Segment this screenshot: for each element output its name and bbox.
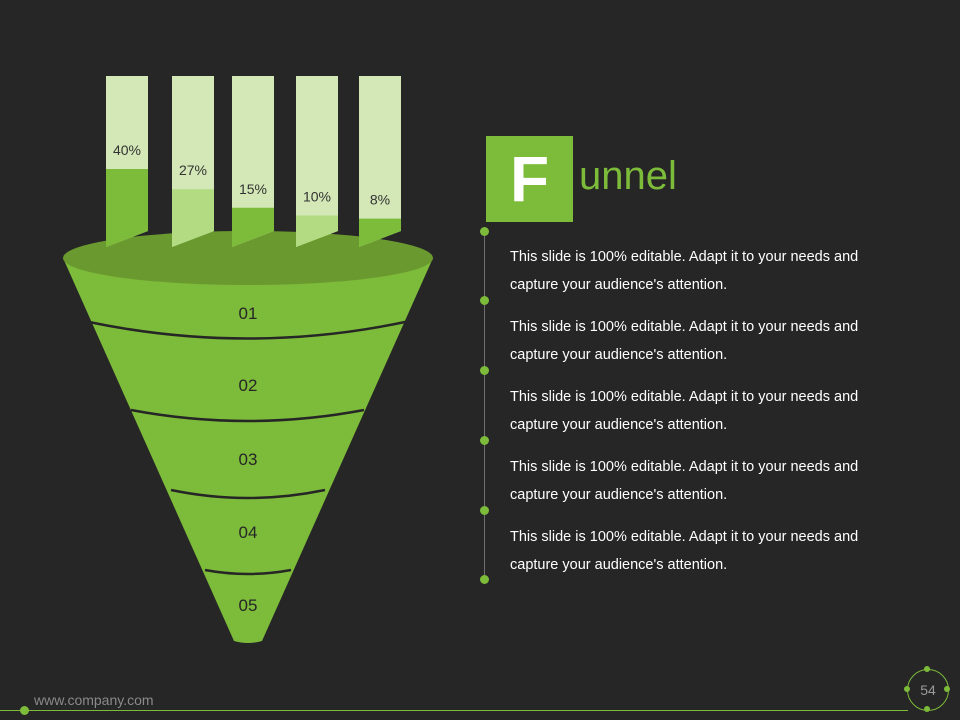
- funnel-stage-label: 03: [239, 450, 258, 469]
- timeline-dot: [480, 575, 489, 584]
- bar-track: [359, 76, 401, 247]
- description-line: This slide is 100% editable. Adapt it to…: [510, 319, 859, 335]
- timeline-line: [484, 231, 485, 579]
- description-line: This slide is 100% editable. Adapt it to…: [510, 459, 859, 475]
- description-line: capture your audience's attention.: [510, 557, 728, 573]
- bar-fill: [232, 207, 274, 247]
- bar-track: [232, 76, 274, 247]
- page-number: 54: [907, 669, 949, 711]
- page-circle-dot: [904, 686, 910, 692]
- funnel-divider-4: [204, 568, 292, 576]
- title-letter: F: [486, 136, 573, 222]
- timeline-dot: [480, 296, 489, 305]
- funnel-divider-2: [130, 408, 365, 423]
- description-line: This slide is 100% editable. Adapt it to…: [510, 389, 859, 405]
- bar-fill: [172, 189, 214, 247]
- bar-fill: [359, 218, 401, 247]
- description-line: capture your audience's attention.: [510, 347, 728, 363]
- funnel-stage-label: 02: [239, 376, 258, 395]
- page-circle-dot: [924, 666, 930, 672]
- funnel-divider-1: [88, 320, 406, 340]
- page-circle-dot: [924, 706, 930, 712]
- timeline-dot: [480, 227, 489, 236]
- funnel-body: [63, 258, 433, 643]
- timeline-dot: [480, 366, 489, 375]
- funnel-stage-label: 01: [239, 304, 258, 323]
- description-line: capture your audience's attention.: [510, 277, 728, 293]
- description-line: This slide is 100% editable. Adapt it to…: [510, 529, 859, 545]
- title-text: unnel: [579, 153, 677, 198]
- bar-track: [296, 76, 338, 247]
- description-text: This slide is 100% editable. Adapt it to…: [510, 313, 910, 369]
- funnel-stage-label: 04: [239, 523, 258, 542]
- funnel-top: [63, 231, 433, 285]
- bar-value-label: 8%: [370, 192, 390, 208]
- description-line: This slide is 100% editable. Adapt it to…: [510, 249, 859, 265]
- description-text: This slide is 100% editable. Adapt it to…: [510, 523, 910, 579]
- timeline-dot: [480, 506, 489, 515]
- bar-value-label: 40%: [113, 142, 141, 158]
- description-text: This slide is 100% editable. Adapt it to…: [510, 243, 910, 299]
- footer-divider: [0, 710, 908, 711]
- funnel-stage-label: 05: [239, 596, 258, 615]
- timeline-dot: [480, 436, 489, 445]
- description-text: This slide is 100% editable. Adapt it to…: [510, 383, 910, 439]
- footer-url[interactable]: www.company.com: [34, 692, 154, 708]
- bar-value-label: 10%: [303, 189, 331, 205]
- description-line: capture your audience's attention.: [510, 487, 728, 503]
- bar-value-label: 27%: [179, 162, 207, 178]
- bar-fill: [106, 169, 148, 247]
- slide-title: F unnel: [486, 136, 677, 222]
- funnel-divider-3: [170, 488, 326, 500]
- description-text: This slide is 100% editable. Adapt it to…: [510, 453, 910, 509]
- page-circle-dot: [944, 686, 950, 692]
- bar-fill: [296, 215, 338, 247]
- bar-value-label: 15%: [239, 181, 267, 197]
- bar-group: 40% 27% 15% 10% 8%: [106, 76, 401, 247]
- description-line: capture your audience's attention.: [510, 417, 728, 433]
